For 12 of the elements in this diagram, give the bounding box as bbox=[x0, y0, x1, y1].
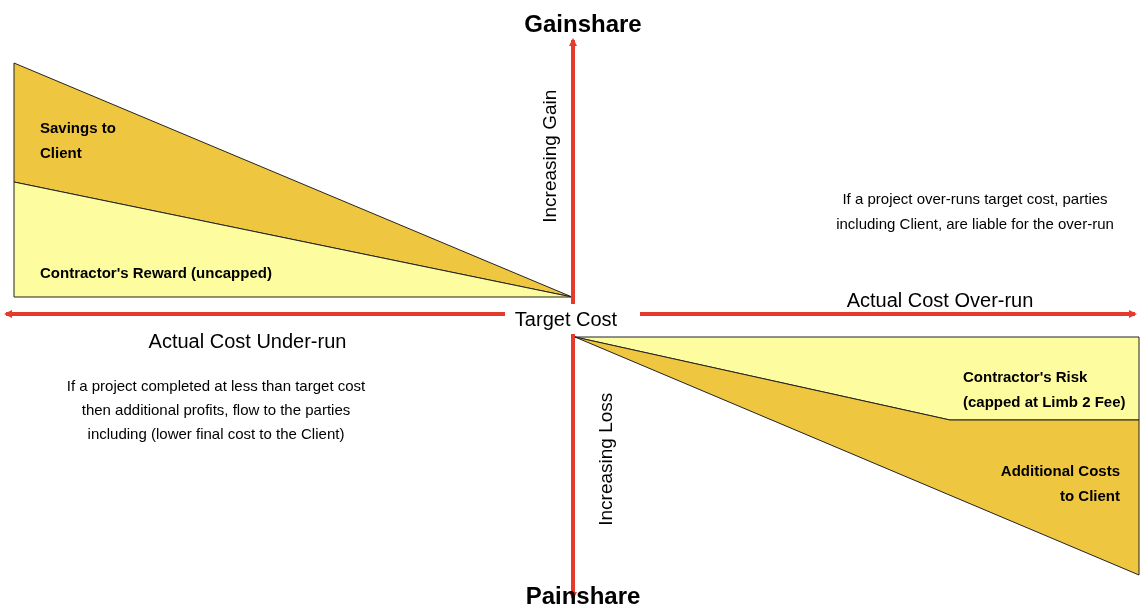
region-label: Savings to Client bbox=[40, 118, 117, 163]
axis-label: Increasing Loss bbox=[593, 391, 617, 528]
axis-title: Painshare bbox=[524, 581, 642, 609]
axis-label: Actual Cost Over-run bbox=[845, 288, 1035, 313]
axis-label: Increasing Gain bbox=[537, 88, 561, 225]
region-label: Additional Costs to Client bbox=[999, 461, 1120, 506]
axis-label: Actual Cost Under-run bbox=[147, 329, 348, 354]
axis-title: Gainshare bbox=[523, 9, 643, 39]
region-label: Contractor's Risk (capped at Limb 2 Fee) bbox=[963, 367, 1127, 412]
note-text: If a project over-runs target cost, parties including Client, are liable for the over-run bbox=[835, 189, 1115, 234]
region-label: Contractor's Reward (uncapped) bbox=[40, 263, 273, 283]
note-text: If a project completed at less than target cost then additional profits, flow to the parties including (lower final cost to the Client) bbox=[66, 376, 366, 444]
